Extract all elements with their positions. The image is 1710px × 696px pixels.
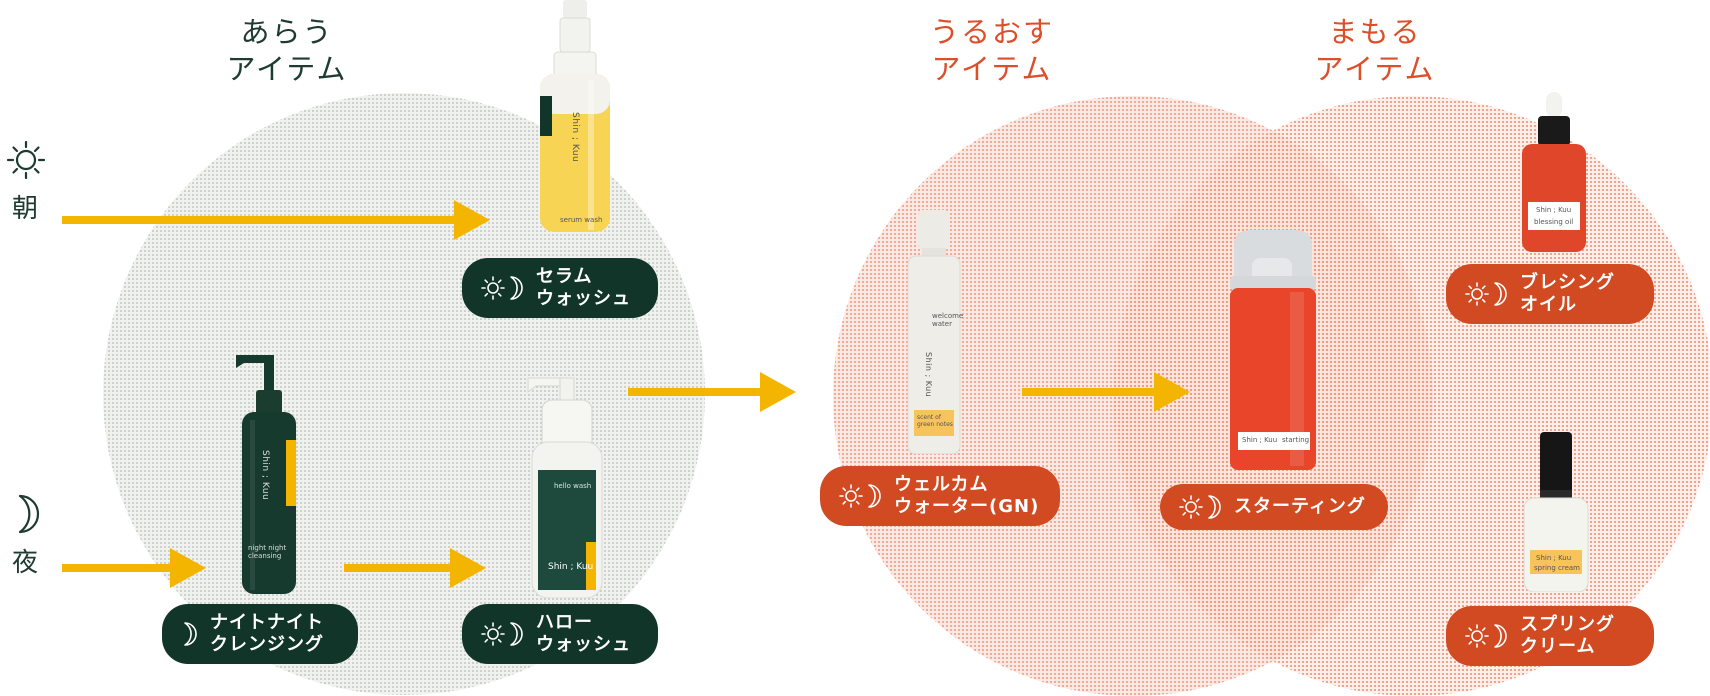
night-label: 夜	[12, 548, 39, 578]
moon-icon	[1494, 624, 1507, 648]
welcome-water-bottle-sub: scent of green notes	[917, 414, 953, 428]
morning-label: 朝	[12, 194, 39, 224]
night-cleansing-name: ナイトナイト クレンジング	[210, 612, 324, 655]
night-cleansing-pill[interactable]: ナイトナイト クレンジング	[162, 604, 358, 664]
starting-pill[interactable]: スターティング	[1160, 484, 1388, 530]
moon-icon	[184, 622, 197, 646]
welcome-water-brand: Shin ; Kuu	[924, 352, 933, 398]
welcome-water-name: ウェルカム ウォーター(GN)	[894, 474, 1040, 517]
serum-wash-brand: Shin ; Kuu	[570, 112, 580, 163]
moon-icon	[510, 276, 523, 300]
wash-to-moisturize-arrow	[628, 372, 796, 412]
starting-bottle-label: starting	[1282, 436, 1310, 444]
blessing-oil-bottle-label: blessing oil	[1534, 218, 1574, 226]
blessing-oil-pill[interactable]: ブレシング オイル	[1446, 264, 1654, 324]
serum-wash-bottle-label: serum wash	[560, 216, 603, 224]
welcome-water-bottle-label: welcome water	[932, 312, 964, 328]
moon-icon	[1494, 282, 1507, 306]
welcome-water-bottle: welcome water Shin ; Kuu scent of green …	[904, 210, 964, 455]
night-cleansing-bottle: Shin ; Kuu night night cleansing	[230, 350, 306, 594]
spring-cream-brand: Shin ; Kuu	[1536, 554, 1572, 562]
blessing-oil-name: ブレシング オイル	[1520, 272, 1615, 315]
starting-name: スターティング	[1234, 496, 1366, 517]
serum-wash-pill[interactable]: セラム ウォッシュ	[462, 258, 658, 318]
moon-icon	[868, 484, 881, 508]
wash-category-title: あらう アイテム	[226, 15, 348, 86]
hello-wash-bottle-label: hello wash	[554, 482, 592, 490]
sun-icon	[1465, 282, 1489, 306]
sun-icon	[481, 622, 505, 646]
morning-arrow	[62, 200, 490, 240]
moisturize-category-title: うるおす アイテム	[929, 15, 1054, 86]
night-arrow-1	[62, 548, 206, 588]
night-arrow-2	[344, 548, 486, 588]
serum-wash-bottle: Shin ; Kuu serum wash	[530, 0, 620, 232]
spring-cream-bottle-label: spring cream	[1534, 564, 1581, 572]
protect-category-title: まもる アイテム	[1314, 15, 1436, 86]
moon-icon	[1208, 495, 1221, 519]
sun-icon	[1179, 495, 1203, 519]
blessing-oil-bottle: Shin ; Kuu blessing oil	[1514, 92, 1594, 252]
morning-sun-icon	[0, 140, 52, 184]
hello-wash-name: ハロー ウォッシュ	[536, 612, 631, 655]
moisturize-to-starting-arrow	[1022, 372, 1190, 412]
sun-icon	[1465, 624, 1489, 648]
night-cleansing-brand: Shin ; Kuu	[260, 450, 270, 501]
hello-wash-bottle: hello wash Shin ; Kuu	[520, 372, 614, 599]
spring-cream-pill[interactable]: スプリング クリーム	[1446, 606, 1654, 666]
moon-icon	[510, 622, 523, 646]
serum-wash-name: セラム ウォッシュ	[536, 266, 631, 309]
protect-items-circle	[1113, 96, 1710, 696]
night-cleansing-bottle-label: night night cleansing	[248, 544, 287, 560]
starting-brand: Shin ; Kuu	[1242, 436, 1278, 444]
sun-icon	[481, 276, 505, 300]
welcome-water-pill[interactable]: ウェルカム ウォーター(GN)	[820, 466, 1060, 526]
hello-wash-pill[interactable]: ハロー ウォッシュ	[462, 604, 658, 664]
sun-icon	[839, 484, 863, 508]
blessing-oil-brand: Shin ; Kuu	[1536, 206, 1572, 214]
spring-cream-bottle: Shin ; Kuu spring cream	[1518, 432, 1594, 593]
spring-cream-name: スプリング クリーム	[1520, 614, 1615, 657]
night-moon-icon	[10, 493, 46, 539]
starting-bottle: Shin ; Kuu starting	[1228, 230, 1318, 470]
hello-wash-brand: Shin ; Kuu	[548, 562, 594, 572]
